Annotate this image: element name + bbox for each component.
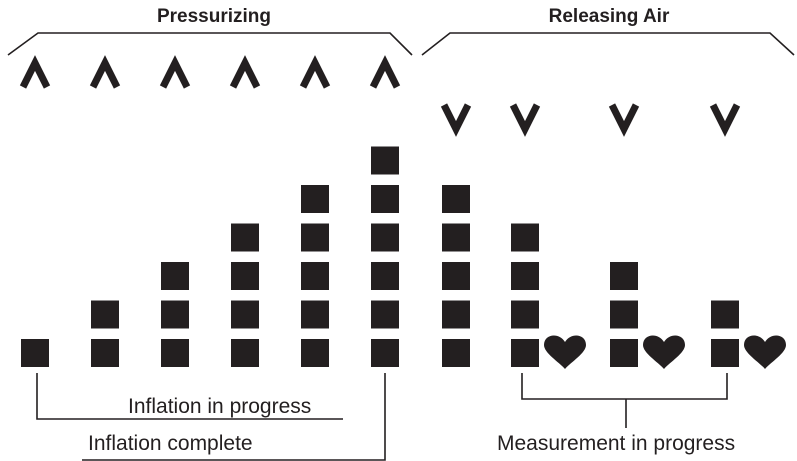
pressurizing-bracket [7, 32, 413, 56]
bar-segment-icon [161, 300, 189, 329]
bar-segment-icon [610, 339, 638, 367]
inflation-complete-caption: Inflation complete [88, 432, 253, 455]
indicator-marks [19, 55, 786, 369]
inflation-in-progress-bracket [36, 373, 343, 420]
bar-segment-icon [371, 185, 399, 213]
bar-segment-icon [161, 339, 189, 367]
up-arrow-icon [19, 55, 51, 89]
inflation-in-progress-caption: Inflation in progress [128, 395, 312, 418]
bar-segment-icon [610, 262, 638, 290]
heart-icon [544, 335, 586, 369]
bar-segment-icon [371, 223, 399, 252]
measurement-in-progress-bracket [521, 373, 728, 400]
bar-segment-icon [301, 262, 329, 290]
bar-segment-icon [511, 262, 539, 290]
bar-segment-icon [371, 339, 399, 367]
heart-icon [744, 335, 786, 369]
bar-segment-icon [91, 339, 119, 367]
inflation-complete-bracket [82, 373, 386, 461]
pressurizing-heading: Pressurizing [156, 6, 272, 27]
bar-segment-icon [442, 223, 470, 252]
down-arrow-icon [509, 103, 541, 137]
releasing-air-heading: Releasing Air [548, 6, 670, 27]
down-arrow-icon [709, 103, 741, 137]
bar-segment-icon [231, 300, 259, 329]
bar-segment-icon [511, 339, 539, 367]
down-arrow-icon [440, 103, 472, 137]
bar-segment-icon [371, 146, 399, 175]
bar-segment-icon [511, 223, 539, 252]
down-arrow-icon [608, 103, 640, 137]
bar-segment-icon [371, 262, 399, 290]
bar-segment-icon [231, 262, 259, 290]
heart-icon [643, 335, 685, 369]
bar-segment-icon [301, 185, 329, 213]
bar-segment-icon [161, 262, 189, 290]
measurement-in-progress-caption: Measurement in progress [497, 432, 736, 455]
bar-segment-icon [301, 339, 329, 367]
bar-segment-icon [91, 300, 119, 329]
bar-segment-icon [301, 223, 329, 252]
up-arrow-icon [299, 55, 331, 89]
bar-segment-icon [442, 262, 470, 290]
bar-segment-icon [442, 339, 470, 367]
up-arrow-icon [229, 55, 261, 89]
up-arrow-icon [369, 55, 401, 89]
bar-segment-icon [610, 300, 638, 329]
bar-segment-icon [231, 339, 259, 367]
bar-segment-icon [711, 339, 739, 367]
up-arrow-icon [159, 55, 191, 89]
releasing-air-bracket [421, 32, 795, 56]
up-arrow-icon [89, 55, 121, 89]
bar-segment-icon [511, 300, 539, 329]
bar-segment-icon [371, 300, 399, 329]
bar-segment-icon [442, 185, 470, 213]
bar-segment-icon [711, 300, 739, 329]
bar-segment-icon [21, 339, 49, 367]
bar-segment-icon [442, 300, 470, 329]
bar-segment-icon [301, 300, 329, 329]
bar-segment-icon [231, 223, 259, 252]
